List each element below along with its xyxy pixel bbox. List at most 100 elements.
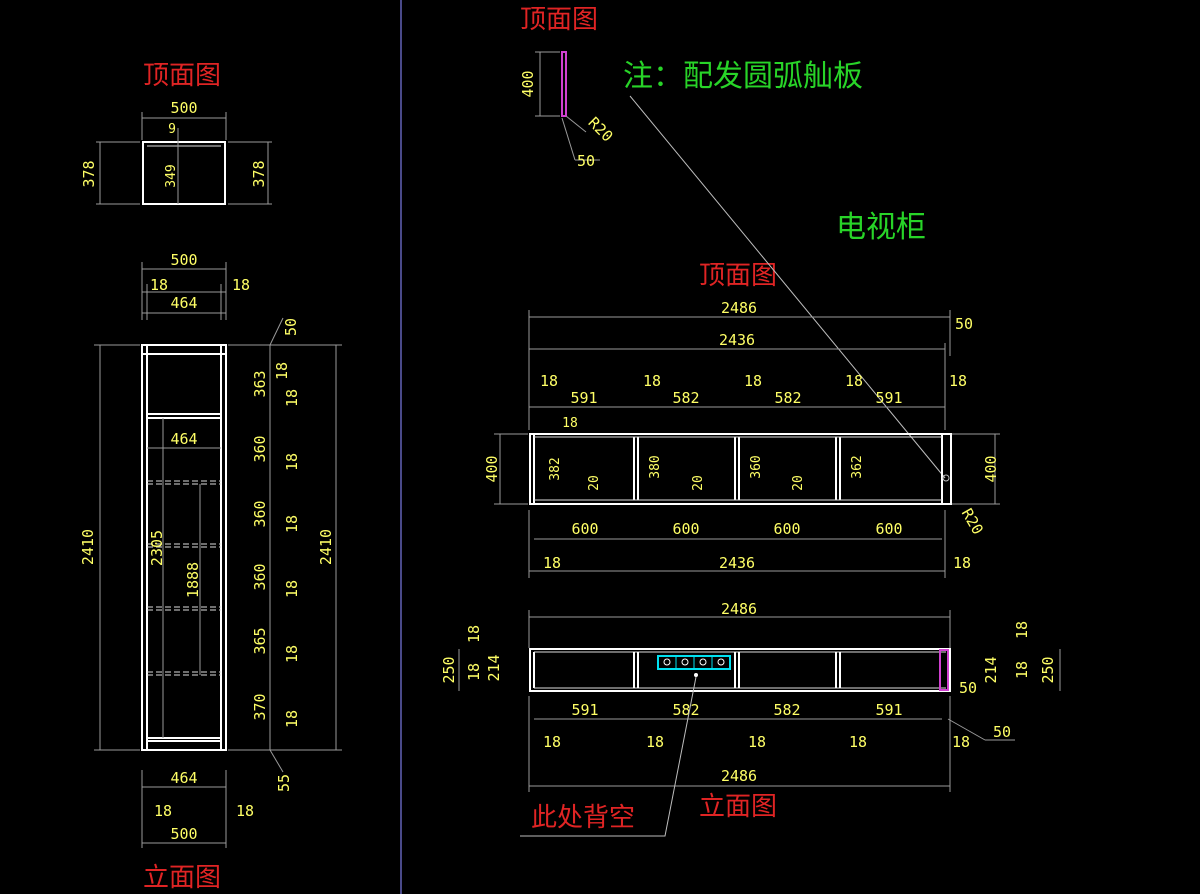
left-bottom-inner: 464: [170, 769, 197, 787]
tv-front-right-dim-2: 214: [982, 656, 1000, 683]
tv-front-right-dim-1: 18: [1013, 621, 1031, 639]
tv-inner-depth-2: 380: [648, 455, 663, 478]
left-cabinet-drawing: 顶面图 500 9 349 378 378 500 18: [79, 61, 342, 893]
tv-top-bottom-inner: 2436: [719, 554, 755, 572]
tv-top-bottom-r: 18: [953, 554, 971, 572]
socket-strip: [657, 655, 731, 677]
left-section-3: 360: [251, 500, 269, 527]
tv-inner-panel: 18: [562, 416, 578, 431]
tv-top-cell-1: 591: [570, 389, 597, 407]
tv-top-cell-4: 591: [875, 389, 902, 407]
tv-top-depth-r: 400: [982, 455, 1000, 482]
small-width: 50: [577, 152, 595, 170]
left-bottom-width: 500: [170, 825, 197, 843]
small-top-view-title: 顶面图: [520, 5, 598, 35]
tv-top-panel-2: 18: [643, 372, 661, 390]
tv-module-2: 600: [672, 520, 699, 538]
tv-top-view-title: 顶面图: [699, 261, 777, 291]
left-front-height-r: 2410: [317, 529, 335, 565]
left-shelf-1: 18: [273, 362, 291, 380]
left-front-panel-l: 18: [150, 276, 168, 294]
tv-front-left-dim-4: 214: [485, 654, 503, 681]
hollow-note: 此处背空: [531, 803, 635, 833]
tv-top-view-body: 18 382 380 360 362 20 20 20 R20: [529, 416, 987, 538]
left-front-section-dims: 50 363 360 360 360 365 370 18 18 18 18 1…: [251, 317, 301, 792]
tv-front-right-dim-4: 250: [1039, 656, 1057, 683]
left-top-depth-l: 378: [80, 160, 98, 187]
tv-front-left-dim-2: 250: [440, 656, 458, 683]
tv-top-total-gap: 50: [955, 315, 973, 333]
left-section-4: 360: [251, 563, 269, 590]
tv-module-4: 600: [875, 520, 902, 538]
tv-top-inner: 2436: [719, 331, 755, 349]
left-front-top-dims: 500 18 18 464: [141, 251, 250, 320]
tv-top-total: 2486: [721, 299, 757, 317]
tv-top-panel-5: 18: [949, 372, 967, 390]
left-front-bottom-dims: 464 18 18 500: [141, 769, 254, 848]
tv-top-cell-2: 582: [672, 389, 699, 407]
note-text: 注：配发圆弧舢板: [623, 59, 863, 94]
tv-front-total-top: 2486: [721, 600, 757, 618]
left-shelf-7: 18: [283, 710, 301, 728]
tv-top-module-dims: 600 600 600 600 18 2436 18: [528, 510, 971, 578]
left-bottom-panel-l: 18: [154, 802, 172, 820]
tv-front-cell-1: 591: [571, 701, 598, 719]
left-shelf-4: 18: [283, 515, 301, 533]
small-height: 400: [519, 70, 537, 97]
left-shelf-5: 18: [283, 580, 301, 598]
tv-front-top-dims: 2486 18 250 18 214 18 214 18 250 50: [440, 600, 1061, 697]
tv-top-view-dims: 2486 50 2436 18 18 18 18 18 591 582 582 …: [483, 299, 1000, 505]
tv-inner-20-3: 20: [791, 475, 806, 491]
hollow-leader-line: [520, 676, 697, 837]
left-front-heights: 2410 2410: [79, 344, 342, 751]
left-front-panel-r: 18: [232, 276, 250, 294]
left-top-width: 500: [170, 99, 197, 117]
tv-front-right-gap: 50: [959, 679, 977, 697]
left-section-5: 365: [251, 627, 269, 654]
left-front-view-title: 立面图: [143, 863, 221, 893]
arc-board-end: [939, 649, 949, 691]
left-front-view-body: 464 2305 1888: [141, 344, 227, 751]
tv-top-panel-4: 18: [845, 372, 863, 390]
tv-front-end-gap: 50: [993, 723, 1011, 741]
left-front-width-top: 500: [170, 251, 197, 269]
tv-top-panel-3: 18: [744, 372, 762, 390]
left-front-inner-h2: 1888: [184, 562, 202, 598]
left-bottom-panel-r: 18: [236, 802, 254, 820]
tv-top-cell-3: 582: [774, 389, 801, 407]
left-section-1: 363: [251, 370, 269, 397]
left-section-6: 370: [251, 693, 269, 720]
left-shelf-3: 18: [283, 453, 301, 471]
left-top-depth-r: 378: [250, 160, 268, 187]
left-front-inner-mid: 464: [170, 430, 197, 448]
tv-front-cell-3: 582: [773, 701, 800, 719]
tv-front-panel-2: 18: [646, 733, 664, 751]
left-front-height-l: 2410: [79, 529, 97, 565]
left-top-view-title: 顶面图: [143, 61, 221, 91]
tv-front-view-title: 立面图: [699, 792, 777, 822]
tv-front-panel-3: 18: [748, 733, 766, 751]
left-top-gap-r: 50: [282, 318, 300, 336]
tv-front-panel-5: 18: [952, 733, 970, 751]
left-plinth: 55: [275, 774, 293, 792]
tv-front-left-dim-3: 18: [465, 663, 483, 681]
left-front-inner-h: 2305: [148, 530, 166, 566]
tv-front-bottom-dims: 591 582 582 591 18 18 18 18 18 50 2486: [528, 696, 1015, 792]
tv-top-panel-1: 18: [540, 372, 558, 390]
tv-module-3: 600: [773, 520, 800, 538]
tv-front-right-dim-3: 18: [1013, 661, 1031, 679]
left-shelf-2: 18: [283, 389, 301, 407]
tv-top-depth-l: 400: [483, 455, 501, 482]
tv-module-1: 600: [571, 520, 598, 538]
left-top-view: 500 9 349 378 378: [80, 99, 272, 205]
tv-inner-depth-4: 362: [850, 455, 865, 478]
tv-inner-20-2: 20: [691, 475, 706, 491]
left-shelf-6: 18: [283, 645, 301, 663]
tv-inner-depth-1: 382: [548, 457, 563, 480]
left-section-2: 360: [251, 435, 269, 462]
tv-front-panel-4: 18: [849, 733, 867, 751]
right-tv-cabinet-drawing: 顶面图 400 R20 50 注：配发圆弧舢板 电视柜 顶面图 2486 50 …: [440, 5, 1061, 837]
leader-end-marker: [942, 474, 950, 482]
